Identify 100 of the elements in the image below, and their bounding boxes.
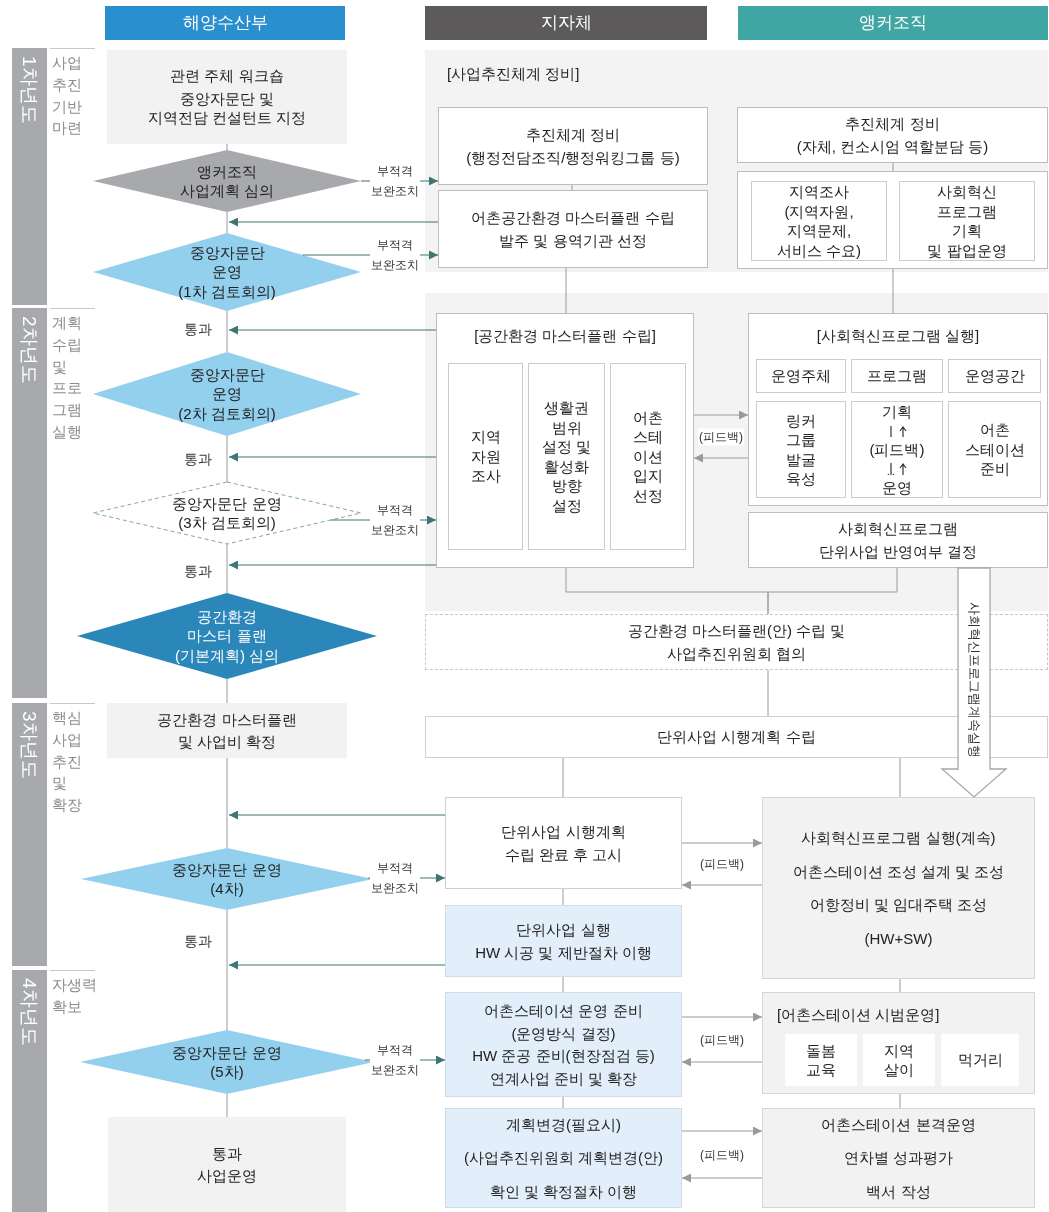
process-box: [748, 512, 1048, 568]
task-cell: [756, 401, 846, 498]
step-text: (1차 검토회의): [178, 281, 276, 302]
column-header: [738, 6, 1048, 40]
step-text: 단위사업 반영여부 결정: [818, 541, 978, 561]
connector-line: [899, 1093, 901, 1109]
step-text: 프로그램: [867, 366, 927, 386]
decision-diamond: [93, 352, 361, 436]
arrow: [228, 560, 437, 570]
step-text: (사업추진위원회 계획변경(안): [463, 1148, 664, 1168]
step-text: 어촌스테이션 본격운영: [821, 1114, 976, 1135]
step-text: 사회혁신 프로그램 기획 및 팝업운영: [927, 182, 1007, 260]
decision-diamond: [93, 482, 361, 544]
step-text: 지역 살이: [883, 1040, 915, 1080]
year-label: 1차년도: [12, 48, 47, 305]
connector-line: [226, 143, 228, 151]
step-text: 중앙자문단 운영: [188, 364, 266, 404]
step-text: 중앙자문단 운영: [172, 859, 282, 879]
step-text: 관련 주체 워크숍: [170, 66, 284, 86]
step-text: 운영: [882, 477, 912, 497]
step-text: 생활권 범위 설정 및 활성화 방향 설정: [540, 398, 593, 515]
step-text: 운영공간: [964, 366, 1025, 386]
connector-line: [226, 1093, 228, 1118]
step-text: (운영방식 결정): [511, 1023, 616, 1043]
step-text: 단위사업 시행계획 수립: [657, 727, 816, 747]
section-heading: [사회혁신프로그램 실행]: [815, 326, 981, 346]
group-frame: [762, 992, 1035, 1094]
step-text: 확인 및 확정절차 이행: [489, 1181, 638, 1202]
connector-line: [899, 978, 901, 993]
step-text: 중앙자문단 운영: [172, 1042, 282, 1062]
column-title: 앵커조직: [859, 11, 927, 34]
year-label: 3차년도: [12, 703, 47, 966]
connector-line: [226, 543, 228, 594]
step-text: 단위사업 시행계획: [501, 822, 626, 842]
stage-description: 핵심 사업 추진 및 확장: [52, 708, 83, 815]
process-box: [445, 905, 682, 977]
connector-line: [565, 267, 567, 314]
connector-line: [226, 211, 228, 234]
arrow: [693, 453, 749, 463]
task-cell: [899, 181, 1035, 261]
arrow: [228, 217, 439, 227]
process-box: [762, 1108, 1035, 1208]
column-header: [425, 6, 707, 40]
connector-line: [899, 757, 901, 798]
step-text: 기획: [882, 402, 912, 422]
process-box: [108, 1117, 346, 1212]
process-box: [762, 797, 1035, 979]
step-text: HW 시공 및 제반절차 이행: [475, 942, 652, 962]
stage-description: 사업 추진 기반 마련: [52, 53, 83, 139]
task-cell: [756, 359, 846, 393]
step-text: 공간환경 마스터플랜: [157, 709, 297, 729]
arrow: [681, 838, 763, 848]
step-text: 공간환경 마스터플랜(안) 수립 및: [627, 621, 846, 641]
step-text: 링커 그룹 발굴 육성: [785, 410, 817, 489]
arrow: [228, 325, 437, 335]
step-text: 운영주체: [771, 366, 831, 386]
connector-line: [226, 909, 228, 1031]
task-cell: [528, 363, 605, 550]
decision-diamond: [77, 593, 377, 679]
connector-line: [767, 669, 769, 717]
step-text: 통과: [212, 1143, 242, 1163]
decision-diamond: [93, 150, 361, 212]
group-frame: [737, 171, 1048, 269]
task-cell: [610, 363, 686, 550]
step-text: 사업추진위원회 협의: [666, 643, 807, 663]
connector-line: [562, 976, 564, 993]
step-text: (4차): [210, 879, 244, 899]
step-text: 단위사업 실행: [516, 920, 611, 940]
step-text: 및 사업비 확정: [177, 732, 277, 752]
step-text: 수립 완료 후 고시: [504, 844, 623, 864]
step-text: 지역조사 (지역자원, 지역문제, 서비스 수요): [775, 182, 863, 260]
section-heading: [공간환경 마스터플랜 수립]: [473, 326, 657, 346]
decision-diamond: [81, 848, 373, 910]
arrow: [681, 1057, 763, 1067]
task-cell: [448, 363, 523, 550]
stage-description: 자생력 확보: [52, 975, 98, 1017]
connector-line: [226, 757, 228, 849]
task-cell: [851, 401, 943, 498]
step-text: (HW+SW): [864, 928, 933, 948]
step-text: 사회혁신프로그램 실행(계속): [801, 828, 996, 848]
arrow: [228, 810, 446, 820]
step-text: 지역 자원 조사: [469, 427, 502, 486]
step-text: 연차별 성과평가: [843, 1148, 954, 1168]
step-text: 어촌스테이션 운영 준비: [484, 1001, 643, 1021]
process-box: [438, 190, 708, 268]
arrow: [228, 452, 437, 462]
flow-label: 통과: [184, 451, 212, 469]
step-text: (행정전담조직/행정워킹그룹 등): [466, 147, 680, 167]
task-cell: [948, 359, 1041, 393]
edge-label: (피드백): [698, 428, 744, 446]
edge-label: 사회혁신프로그램계속실행: [965, 600, 983, 760]
group-frame: [748, 313, 1048, 506]
arrow: [228, 960, 446, 970]
flow-label: 통과: [184, 563, 212, 581]
step-text: 돌봄 교육: [805, 1040, 837, 1080]
section-heading: [어촌스테이션 시범운영]: [777, 1005, 940, 1025]
connector-line: [226, 678, 228, 704]
step-text: (피드백): [869, 439, 925, 460]
arrow: [693, 410, 749, 420]
connector-line: [892, 162, 894, 172]
